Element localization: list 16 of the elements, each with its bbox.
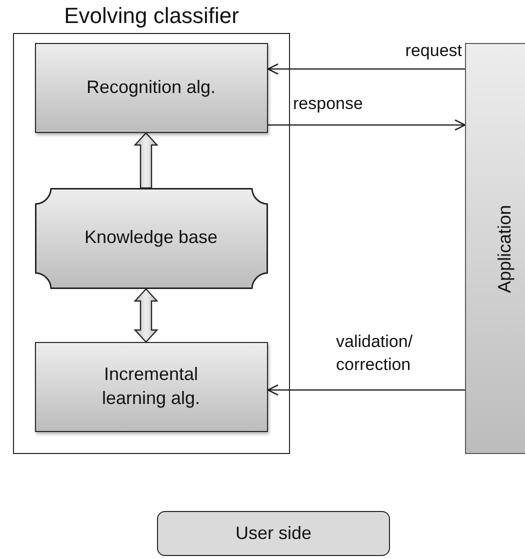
- process-box: [34, 342, 268, 432]
- node-label: User side: [235, 522, 312, 545]
- rounded-box: [157, 511, 390, 556]
- node-label: Knowledge base: [84, 226, 218, 250]
- node-label: Application: [493, 204, 516, 293]
- application-bar: [465, 43, 525, 454]
- arrow: [267, 63, 465, 75]
- frame-heading: Evolving classifier: [63, 3, 240, 29]
- double-block-arrow: [134, 288, 158, 343]
- node-label: Recognition alg.: [86, 76, 216, 99]
- arrow: [268, 119, 466, 131]
- arrow: [267, 384, 465, 396]
- knowledge-base-box: [34, 188, 268, 288]
- node-label: Incremental learning alg.: [100, 363, 202, 410]
- block-arrow: [134, 132, 158, 189]
- process-box: [34, 42, 268, 132]
